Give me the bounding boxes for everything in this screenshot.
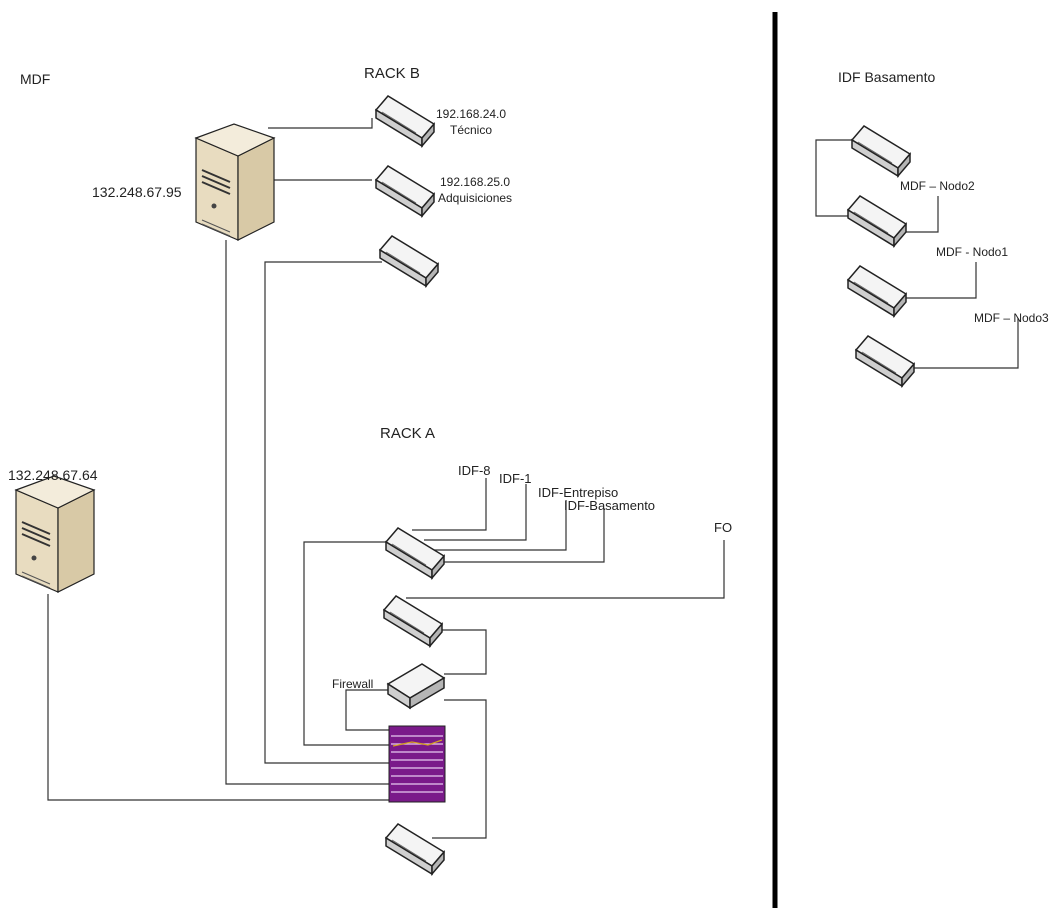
network-label: 192.168.24.0: [436, 107, 506, 121]
server-ip-label: 132.248.67.95: [92, 184, 182, 200]
network-label: 192.168.25.0: [440, 175, 510, 189]
node-label: MDF – Nodo3: [974, 311, 1049, 325]
fo-label: FO: [714, 520, 732, 535]
switch-icon: [385, 823, 445, 875]
switch-icon: [379, 235, 439, 287]
switch-icon: [385, 527, 445, 579]
idf-label: IDF-8: [458, 463, 491, 478]
server-ip-label: 132.248.67.64: [8, 467, 98, 483]
firewall-label: Firewall: [332, 677, 373, 691]
section-label-rack-a: RACK A: [380, 425, 435, 442]
server-icon: [15, 475, 95, 593]
switch-icon: [851, 125, 911, 177]
firewall-icon: [386, 663, 446, 710]
patch-panel-icon: [388, 725, 446, 803]
network-name-label: Técnico: [450, 123, 492, 137]
idf-label: IDF-Basamento: [564, 498, 655, 513]
node-label: MDF - Nodo1: [936, 245, 1008, 259]
section-label-mdf: MDF: [20, 71, 50, 87]
node-label: MDF – Nodo2: [900, 179, 975, 193]
server-icon: [195, 123, 275, 241]
switch-icon: [375, 95, 435, 147]
switch-icon: [847, 265, 907, 317]
section-label-idf-basamento: IDF Basamento: [838, 69, 935, 85]
idf-label: IDF-Entrepiso: [538, 485, 618, 500]
switch-icon: [375, 165, 435, 217]
idf-label: IDF-1: [499, 471, 532, 486]
switch-icon: [383, 595, 443, 647]
network-name-label: Adquisiciones: [438, 191, 512, 205]
switch-icon: [847, 195, 907, 247]
cables: [47, 118, 1019, 839]
switch-icon: [855, 335, 915, 387]
section-label-rack-b: RACK B: [364, 65, 420, 82]
